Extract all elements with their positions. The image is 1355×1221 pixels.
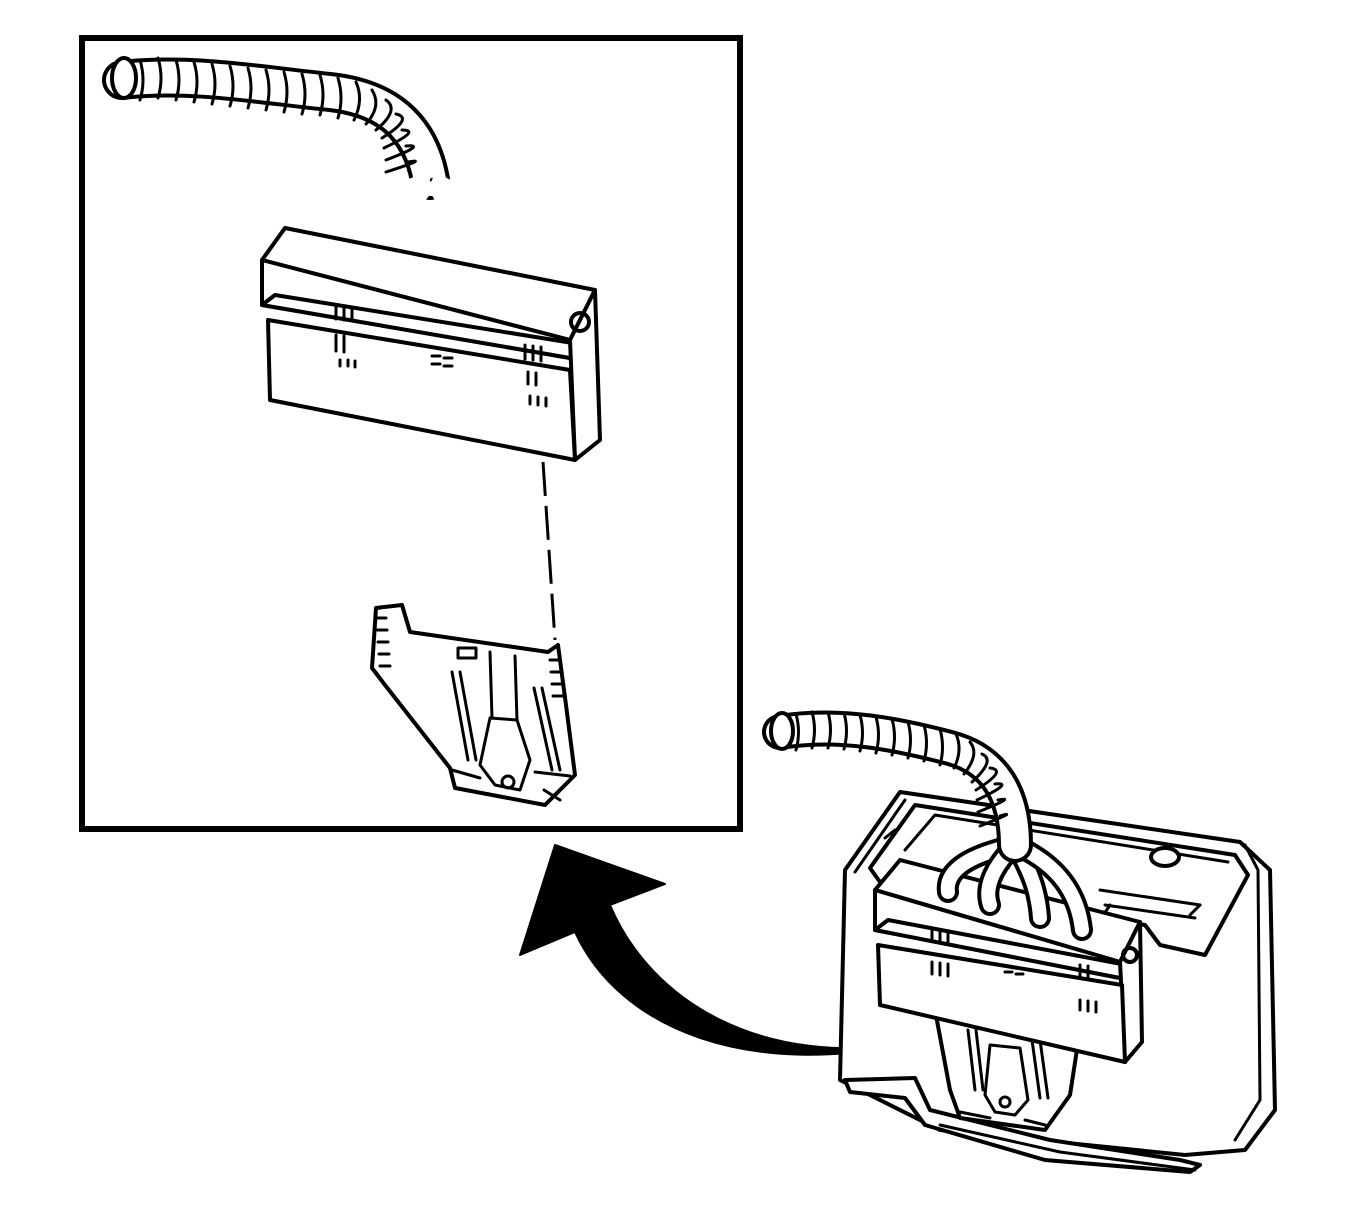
harness-conduit: [102, 56, 450, 200]
connector-latch-marks: [334, 303, 548, 408]
tray: [843, 1076, 1202, 1174]
conduit-end: [769, 711, 795, 751]
conduit-ribs: [138, 56, 417, 174]
conduit-end: [110, 56, 138, 100]
curved-arrow-icon: [519, 844, 919, 1056]
connector-block: [260, 226, 602, 462]
mounting-bracket: [370, 603, 577, 807]
alignment-dashed-line: [541, 461, 557, 641]
inset-view: [79, 35, 743, 832]
conduit-ribs: [794, 710, 1009, 828]
harness-conduit: [762, 710, 1033, 863]
vehicle-view: [762, 710, 1277, 1174]
connector-latch-marks: [930, 928, 1098, 1014]
